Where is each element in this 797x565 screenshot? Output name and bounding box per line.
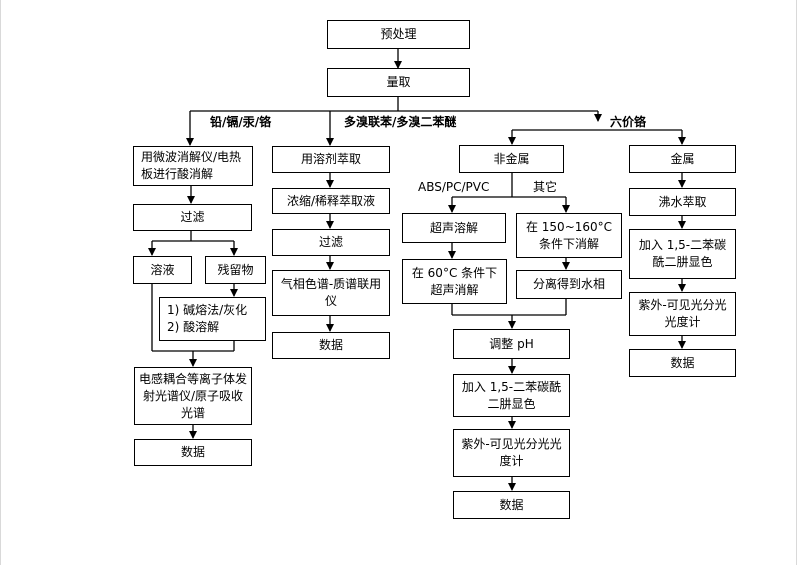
ultrasonic-60c-box: 在 60°C 条件下超声消解 [402,259,507,304]
data-box-4: 数据 [629,349,736,377]
ultrasonic-dissolve-box: 超声溶解 [402,213,506,243]
other-label: 其它 [533,180,558,194]
gcms-box: 气相色谱-质谱联用仪 [272,270,390,316]
pretreatment-box: 预处理 [327,20,470,49]
filter-box-2: 过滤 [272,229,390,256]
data-box-2: 数据 [272,332,390,359]
alkali-fusion-box: 1) 碱熔法/灰化 2) 酸溶解 [159,297,266,341]
data-box-3: 数据 [453,491,570,519]
branch-label-metals: 铅/镉/汞/铬 [210,115,272,129]
microwave-digestion-box: 用微波消解仪/电热板进行酸消解 [133,146,253,186]
dpc-color-box-right: 加入 1,5-二苯碳酰二肼显色 [629,229,736,279]
filter-box-1: 过滤 [133,204,252,231]
separate-aqueous-box: 分离得到水相 [516,270,622,299]
adjust-ph-box: 调整 pH [453,329,570,359]
residue-box: 残留物 [205,256,266,284]
concentrate-box: 浓缩/稀释萃取液 [272,188,390,214]
dpc-color-box-mid: 加入 1,5-二苯碳酰二肼显色 [453,374,570,417]
metal-box: 金属 [629,145,736,173]
nonmetal-box: 非金属 [459,145,564,173]
boil-extract-box: 沸水萃取 [629,188,736,216]
uv-vis-box-right: 紫外-可见光分光光度计 [629,292,736,336]
icp-aas-box: 电感耦合等离子体发射光谱仪/原子吸收光谱 [134,367,252,425]
abs-pc-pvc-label: ABS/PC/PVC [418,180,490,194]
data-box-1: 数据 [134,439,252,466]
left-edge-line [0,0,1,565]
solution-box: 溶液 [133,256,192,284]
branch-label-chromium: 六价铬 [610,115,647,129]
branch-label-brominated: 多溴联苯/多溴二苯醚 [344,115,457,129]
solvent-extraction-box: 用溶剂萃取 [272,146,390,173]
digest-150c-box: 在 150~160°C 条件下消解 [516,213,622,258]
measure-box: 量取 [327,68,470,97]
uv-vis-box-mid: 紫外-可见光分光光度计 [453,429,570,477]
